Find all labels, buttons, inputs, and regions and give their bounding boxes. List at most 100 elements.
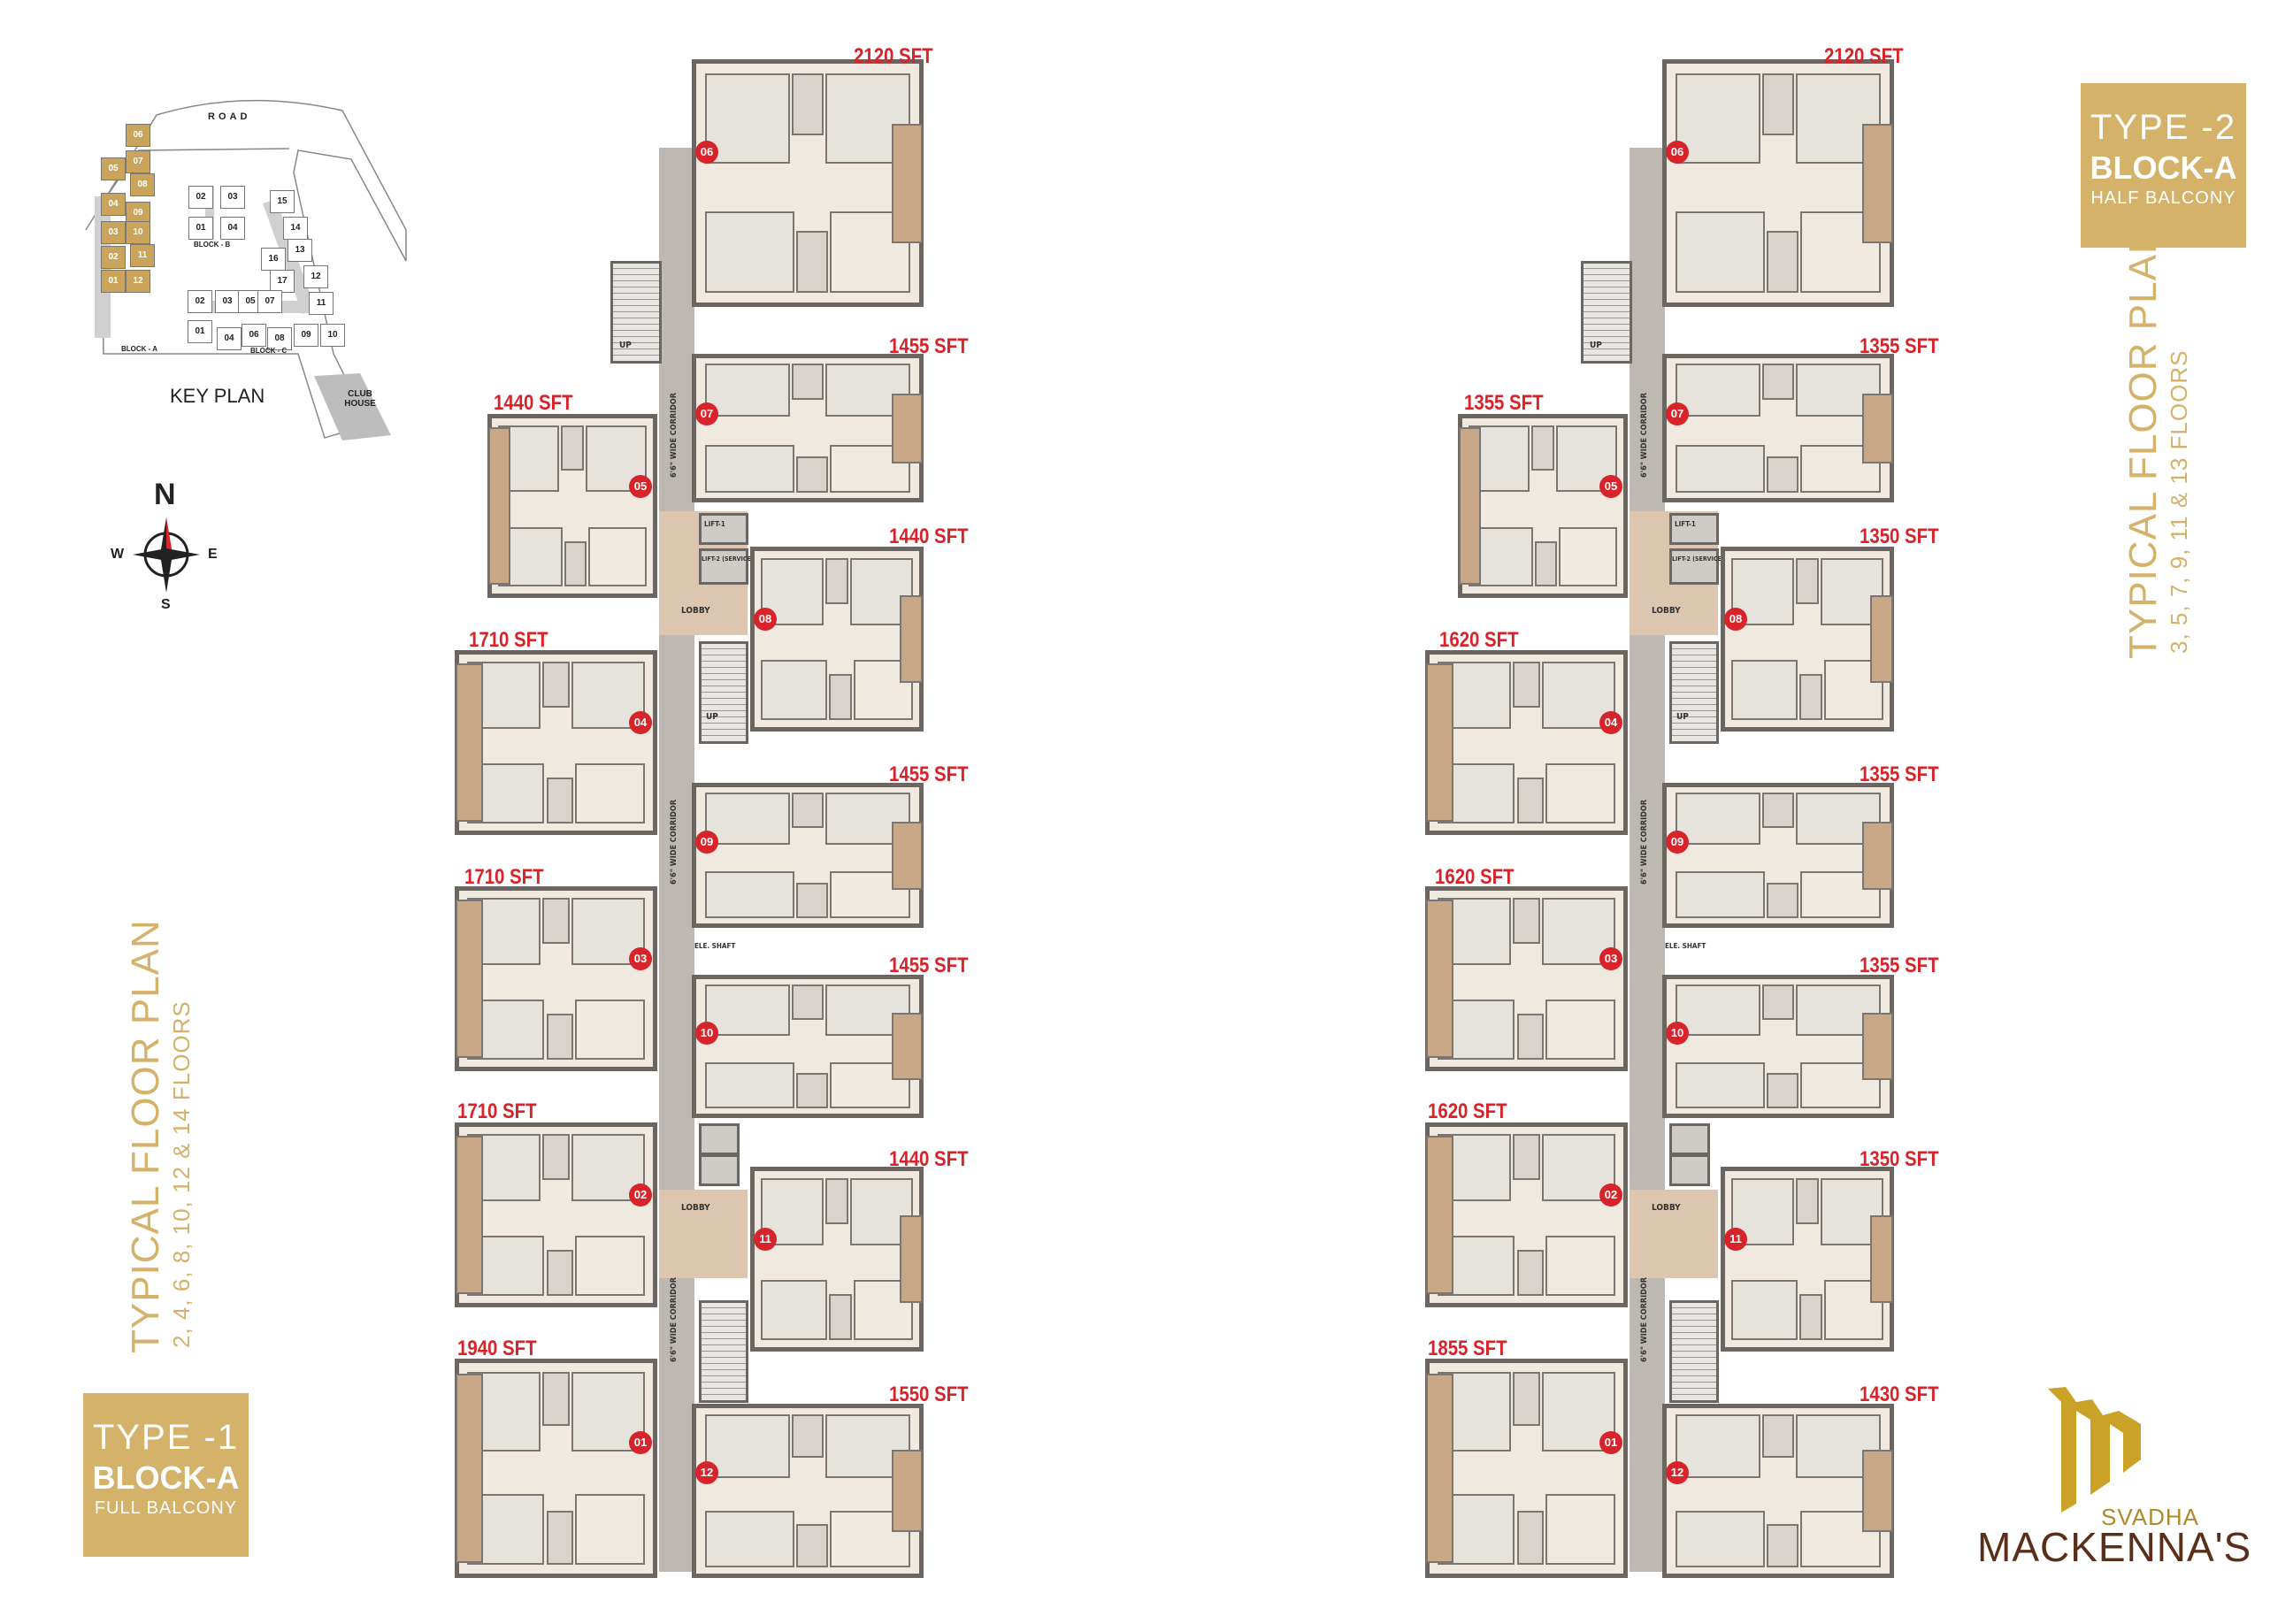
unit-area-label: 1440 SFT [494, 391, 573, 415]
key-plan-unit: 01 [101, 270, 126, 293]
stair-up-label: UP [1590, 341, 1602, 350]
unit-number-badge: 01 [629, 1431, 652, 1454]
key-plan-unit: 10 [126, 221, 150, 244]
room [1676, 1062, 1765, 1108]
type2-line1: TYPE -2 [2090, 108, 2237, 147]
key-plan-unit: 09 [126, 202, 150, 225]
room [546, 1510, 574, 1566]
lobby-label: LOBBY [1652, 606, 1681, 616]
compass-east: E [208, 547, 218, 562]
room [828, 1294, 852, 1341]
lift-2 [699, 548, 748, 585]
room [1513, 1371, 1540, 1427]
key-plan-unit: 16 [261, 248, 286, 271]
room [1676, 793, 1760, 845]
logo-svadha: SVADHA [2101, 1504, 2199, 1530]
club-house-label: CLUB HOUSE [344, 389, 376, 409]
type2-floors: 3, 5, 7, 9, 11 & 13 FLOORS [2166, 349, 2192, 654]
unit-07 [692, 354, 924, 502]
type1-line1: TYPE -1 [92, 1418, 240, 1457]
key-plan-unit: 09 [294, 324, 318, 347]
balcony [456, 899, 483, 1059]
unit-06 [692, 59, 924, 307]
balcony [1861, 1013, 1893, 1080]
room [1516, 1014, 1545, 1061]
balcony [891, 1013, 923, 1080]
balcony [891, 123, 923, 243]
room [1676, 871, 1765, 918]
room [761, 660, 827, 721]
balcony [899, 1214, 923, 1304]
unit-number-badge: 08 [1724, 608, 1747, 631]
corridor-label: 6'6" WIDE CORRIDOR [670, 393, 679, 478]
room [1545, 1236, 1616, 1297]
key-plan-unit: 04 [220, 217, 245, 240]
balcony [456, 1135, 483, 1295]
unit-number-badge: 10 [695, 1022, 718, 1045]
balcony [456, 1373, 483, 1564]
room [830, 1062, 910, 1108]
unit-area-label: 1350 SFT [1860, 1147, 1939, 1171]
room [1796, 73, 1881, 165]
balcony [891, 821, 923, 890]
room [546, 778, 574, 824]
unit-08 [750, 547, 924, 732]
room [1767, 1523, 1798, 1567]
room [1731, 1280, 1798, 1341]
compass-west: W [111, 547, 125, 562]
unit-number-badge: 07 [695, 402, 718, 425]
unit-04 [1425, 650, 1628, 835]
balcony [899, 594, 923, 684]
room [796, 1523, 828, 1567]
room [1676, 364, 1760, 417]
unit-number-badge: 04 [1599, 711, 1622, 734]
unit-area-label: 1550 SFT [889, 1383, 969, 1406]
unit-area-label: 1620 SFT [1428, 1099, 1507, 1123]
room [705, 1062, 794, 1108]
unit-01 [455, 1359, 657, 1578]
key-plan-unit: 13 [288, 239, 312, 262]
balcony [1861, 821, 1893, 890]
unit-01 [1425, 1359, 1628, 1578]
room [1800, 444, 1881, 493]
room [1676, 1414, 1760, 1478]
staircase [610, 261, 662, 364]
corridor-label: 6'6" WIDE CORRIDOR [1640, 393, 1649, 478]
room [705, 984, 790, 1036]
key-plan-unit: 10 [320, 324, 345, 347]
room [1545, 1493, 1616, 1566]
key-plan-unit: 08 [130, 173, 155, 196]
lift-1-label: LIFT-1 [1675, 520, 1696, 528]
unit-03 [455, 886, 657, 1071]
room [1516, 1510, 1545, 1566]
room [828, 674, 852, 721]
unit-number-badge: 03 [1599, 947, 1622, 970]
lobby-label: LOBBY [1652, 1203, 1681, 1213]
room [588, 526, 647, 587]
block-a-label: BLOCK - A [121, 345, 158, 353]
balcony [1861, 1449, 1893, 1533]
room [1542, 661, 1616, 729]
balcony [1426, 1135, 1453, 1295]
room [546, 1014, 574, 1061]
room [542, 897, 570, 944]
room [1800, 211, 1881, 294]
unit-area-label: 1710 SFT [469, 628, 548, 652]
lift-3 [1669, 1123, 1710, 1155]
room [542, 1371, 570, 1427]
unit-area-label: 2120 SFT [854, 44, 933, 68]
svadha-mackennas-logo: SVADHA MACKENNA'S [1977, 1371, 2251, 1570]
room [1516, 1250, 1545, 1297]
room [1795, 557, 1819, 604]
room [1676, 211, 1765, 294]
room [1800, 1510, 1881, 1567]
unit-number-badge: 09 [695, 831, 718, 854]
room [1762, 793, 1794, 829]
room [542, 661, 570, 708]
room [1762, 984, 1794, 1020]
room [792, 364, 824, 401]
room [761, 1280, 827, 1341]
unit-number-badge: 06 [1666, 141, 1689, 164]
key-plan-title: KEY PLAN [170, 385, 265, 407]
